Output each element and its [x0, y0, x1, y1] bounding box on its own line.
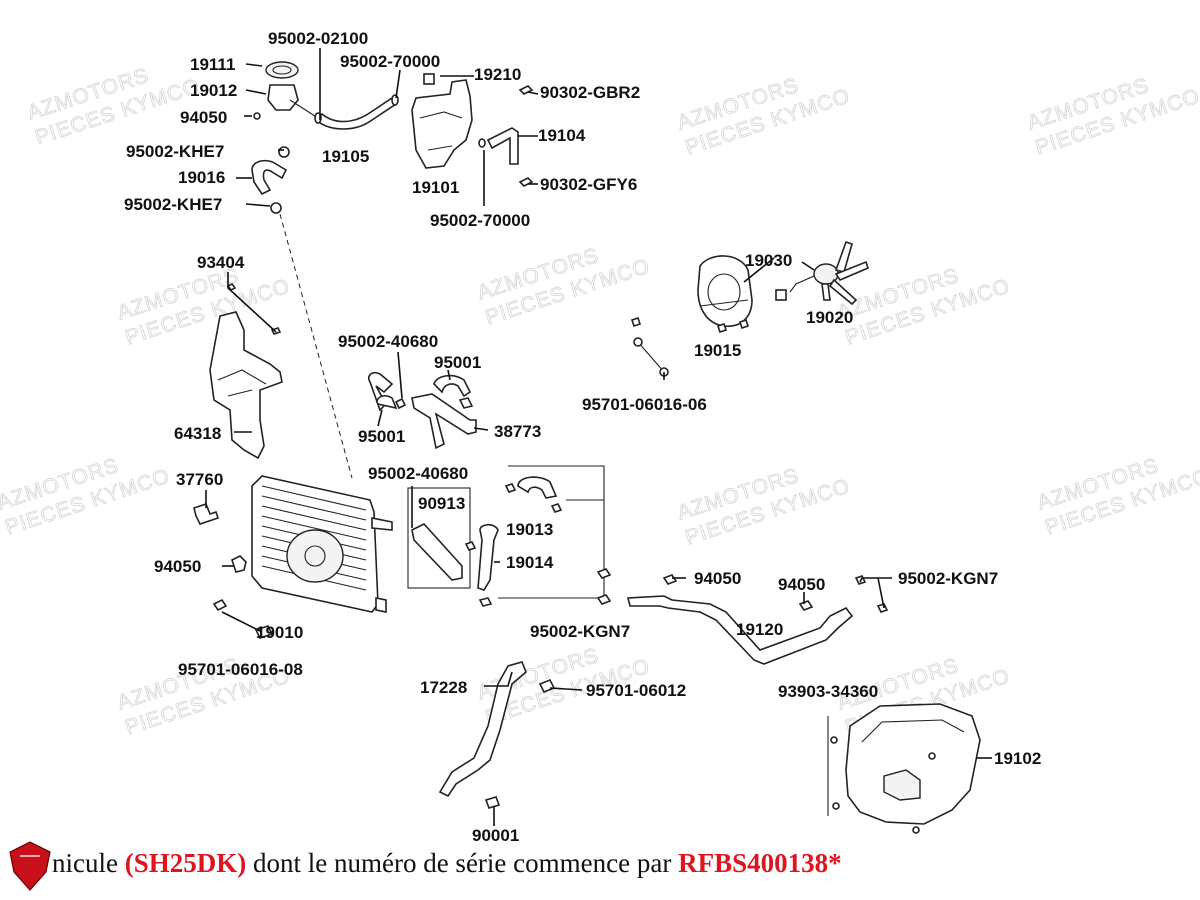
- label-95002-khe7-lower: 95002-KHE7: [124, 195, 222, 214]
- label-38773: 38773: [494, 422, 541, 441]
- label-19104: 19104: [538, 126, 586, 145]
- label-19120: 19120: [736, 620, 783, 639]
- label-19101: 19101: [412, 178, 459, 197]
- label-17228: 17228: [420, 678, 467, 697]
- label-95701-06016-08: 95701-06016-08: [178, 660, 303, 679]
- label-94050-right: 94050: [778, 575, 825, 594]
- kymco-logo: [9, 841, 51, 891]
- label-95002-khe7-upper: 95002-KHE7: [126, 142, 224, 161]
- label-95002-70000-bottom: 95002-70000: [430, 211, 530, 230]
- label-95001-bottom: 95001: [358, 427, 405, 446]
- label-90001: 90001: [472, 826, 519, 845]
- label-19016: 19016: [178, 168, 225, 187]
- label-93404: 93404: [197, 253, 245, 272]
- label-95701-06016-06: 95701-06016-06: [582, 395, 707, 414]
- label-19102: 19102: [994, 749, 1041, 768]
- label-19013: 19013: [506, 520, 553, 539]
- label-64318: 64318: [174, 424, 221, 443]
- label-94050-top: 94050: [180, 108, 227, 127]
- label-95002-kgn7-right: 95002-KGN7: [898, 569, 998, 588]
- footer-model: (SH25DK): [124, 848, 247, 878]
- label-19111: 19111: [190, 55, 235, 74]
- label-95701-06012: 95701-06012: [586, 681, 686, 700]
- label-19014: 19014: [506, 553, 554, 572]
- label-19015: 19015: [694, 341, 741, 360]
- label-19020: 19020: [806, 308, 853, 327]
- footer-serial: RFBS400138*: [678, 848, 842, 878]
- part-drawings: [193, 61, 981, 834]
- label-19210: 19210: [474, 65, 521, 84]
- label-37760: 37760: [176, 470, 223, 489]
- label-19012: 19012: [190, 81, 237, 100]
- leader-lines: [205, 48, 992, 826]
- label-95002-40680-bottom: 95002-40680: [368, 464, 468, 483]
- label-95002-02100: 95002-02100: [268, 29, 368, 48]
- label-94050-mid: 94050: [694, 569, 741, 588]
- label-95002-70000-top: 95002-70000: [340, 52, 440, 71]
- label-90302-gfy6: 90302-GFY6: [540, 175, 637, 194]
- label-93903-34360: 93903-34360: [778, 682, 878, 701]
- part-labels: 95002-02100 95002-70000 19111 19012 9405…: [124, 29, 1041, 845]
- label-19010: 19010: [256, 623, 303, 642]
- label-95001-top: 95001: [434, 353, 481, 372]
- label-19105: 19105: [322, 147, 369, 166]
- label-95002-kgn7-center: 95002-KGN7: [530, 622, 630, 641]
- label-94050-left: 94050: [154, 557, 201, 576]
- label-90302-gbr2: 90302-GBR2: [540, 83, 640, 102]
- label-90913: 90913: [418, 494, 465, 513]
- footer-middle: dont le numéro de série commence par: [246, 848, 679, 878]
- footer-prefix: nicule: [52, 848, 125, 878]
- vehicle-serial-note: nicule (SH25DK) dont le numéro de série …: [52, 848, 842, 879]
- label-19030: 19030: [745, 251, 792, 270]
- label-95002-40680-top: 95002-40680: [338, 332, 438, 351]
